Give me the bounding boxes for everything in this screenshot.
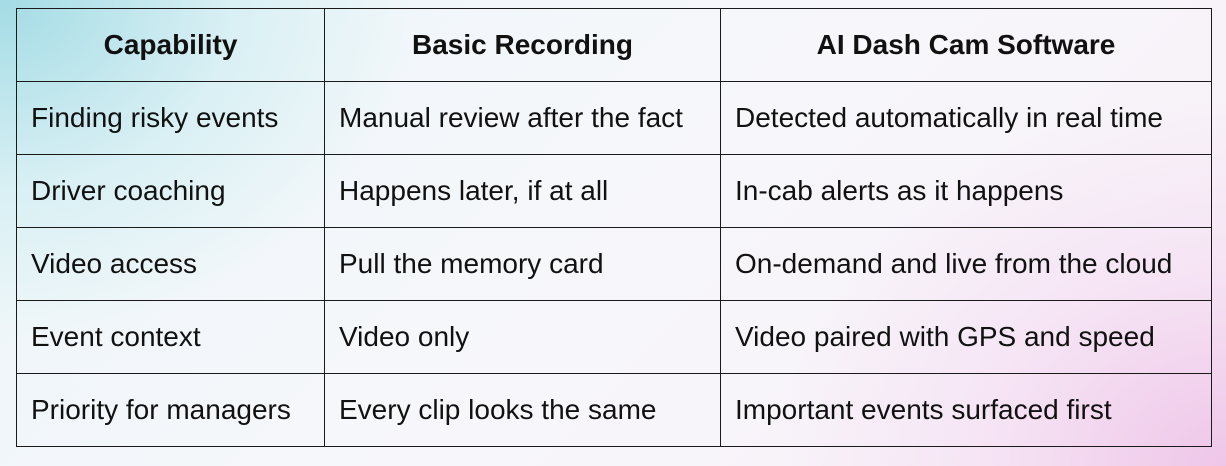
row-basic-recording-cell: Happens later, if at all xyxy=(324,154,721,228)
row-basic-recording-cell: Every clip looks the same xyxy=(324,373,721,447)
header-capability: Capability xyxy=(16,8,325,82)
row-ai-dash-cam-cell: Detected automatically in real time xyxy=(720,81,1212,155)
header-basic-recording: Basic Recording xyxy=(324,8,721,82)
table-row: Event context Video only Video paired wi… xyxy=(16,300,1212,374)
row-capability-cell: Event context xyxy=(16,300,325,374)
header-row: Capability Basic Recording AI Dash Cam S… xyxy=(16,8,1212,82)
row-basic-recording-cell: Video only xyxy=(324,300,721,374)
row-ai-dash-cam-cell: Important events surfaced first xyxy=(720,373,1212,447)
row-ai-dash-cam-cell: In-cab alerts as it happens xyxy=(720,154,1212,228)
table-row: Finding risky events Manual review after… xyxy=(16,81,1212,155)
table-body: Finding risky events Manual review after… xyxy=(16,81,1212,447)
table-header: Capability Basic Recording AI Dash Cam S… xyxy=(16,8,1212,82)
row-capability-cell: Video access xyxy=(16,227,325,301)
row-ai-dash-cam-cell: Video paired with GPS and speed xyxy=(720,300,1212,374)
table-row: Driver coaching Happens later, if at all… xyxy=(16,154,1212,228)
row-capability-cell: Finding risky events xyxy=(16,81,325,155)
row-capability-cell: Priority for managers xyxy=(16,373,325,447)
row-capability-cell: Driver coaching xyxy=(16,154,325,228)
row-basic-recording-cell: Pull the memory card xyxy=(324,227,721,301)
row-ai-dash-cam-cell: On-demand and live from the cloud xyxy=(720,227,1212,301)
comparison-table: Capability Basic Recording AI Dash Cam S… xyxy=(16,8,1212,447)
row-basic-recording-cell: Manual review after the fact xyxy=(324,81,721,155)
table-row: Priority for managers Every clip looks t… xyxy=(16,373,1212,447)
header-ai-dash-cam-software: AI Dash Cam Software xyxy=(720,8,1212,82)
table-row: Video access Pull the memory card On-dem… xyxy=(16,227,1212,301)
